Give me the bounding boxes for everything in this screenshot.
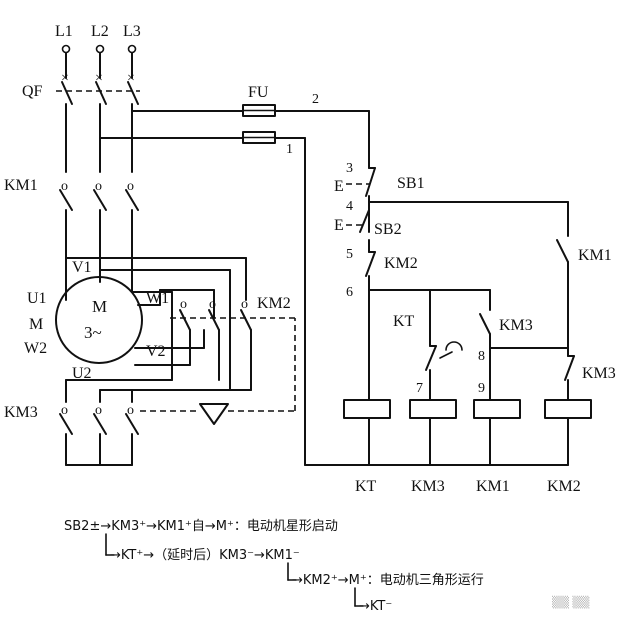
svg-text:o: o xyxy=(95,403,102,418)
contactor-label-km3: KM3 xyxy=(4,404,38,421)
phase-label-l2: L2 xyxy=(91,23,109,40)
sequence-line-2: →KT⁺→（延时后）KM3⁻→KM1⁻ xyxy=(110,548,300,563)
node-9: 9 xyxy=(478,381,485,396)
coil-label-km2: KM2 xyxy=(547,478,581,495)
sequence-arrows xyxy=(105,533,364,607)
contact-km3-no xyxy=(479,289,569,401)
svg-text:o: o xyxy=(61,403,68,418)
motor-label-m: M xyxy=(29,316,43,333)
contact-label-km3-nc: KM3 xyxy=(582,365,616,382)
breaker-label-qf: QF xyxy=(22,83,43,100)
contact-km3-nc xyxy=(564,355,575,401)
node-5: 5 xyxy=(346,247,353,262)
phase-label-l1: L1 xyxy=(55,23,73,40)
contactor-label-km2-power: KM2 xyxy=(257,295,291,312)
button-label-sb2: SB2 xyxy=(374,221,402,238)
coil-km3 xyxy=(409,399,457,419)
sequence-line-1: SB2±→KM3⁺→KM1⁺自→M⁺：电动机星形启动 xyxy=(64,519,338,534)
contactor-label-km1: KM1 xyxy=(4,177,38,194)
terminal-label-w1: W1 xyxy=(146,290,169,307)
button-sb2 xyxy=(346,209,370,253)
coil-label-km3: KM3 xyxy=(411,478,445,495)
actuator-label-e2: E xyxy=(334,217,344,234)
svg-text:×: × xyxy=(127,71,135,86)
fuses-fu xyxy=(99,104,370,466)
terminal-label-v2: V2 xyxy=(146,343,166,360)
actuator-label-e1: E xyxy=(334,178,344,195)
button-label-sb1: SB1 xyxy=(397,175,425,192)
motor-letter: M xyxy=(92,297,107,316)
fuse-label-fu: FU xyxy=(248,84,269,101)
node-7: 7 xyxy=(416,381,423,396)
contact-km2-nc xyxy=(365,251,491,401)
coil-km2 xyxy=(544,399,592,419)
contacts-km1-main: o o o xyxy=(59,179,139,293)
terminal-label-u2: U2 xyxy=(72,365,92,382)
terminal-label-w2: W2 xyxy=(24,340,47,357)
wire-label-2: 2 xyxy=(312,92,319,107)
wire-label-1: 1 xyxy=(286,142,293,157)
coil-kt xyxy=(343,399,391,419)
svg-text:×: × xyxy=(61,71,69,86)
node-8: 8 xyxy=(478,349,485,364)
breaker-qf: × × × xyxy=(56,52,140,173)
phase-label-l3: L3 xyxy=(123,23,141,40)
terminal-label-u1: U1 xyxy=(27,290,47,307)
svg-text:×: × xyxy=(95,71,103,86)
coil-label-km1: KM1 xyxy=(476,478,510,495)
contacts-km2-main: o o o xyxy=(99,297,270,391)
svg-text:o: o xyxy=(209,297,216,312)
svg-text:o: o xyxy=(241,297,248,312)
sequence-line-4: →KT⁻ xyxy=(359,599,392,614)
coils xyxy=(304,399,592,466)
node-4: 4 xyxy=(346,199,353,214)
contact-kt-timed xyxy=(425,289,463,401)
motor-phase: 3~ xyxy=(84,323,102,342)
contact-km1-hold xyxy=(556,201,569,357)
svg-text:o: o xyxy=(127,179,134,194)
svg-text:o: o xyxy=(180,297,187,312)
watermark: ▒▒ ▒▒ xyxy=(552,595,590,609)
svg-text:o: o xyxy=(95,179,102,194)
contact-label-km1-hold: KM1 xyxy=(578,247,612,264)
coil-km1 xyxy=(473,399,521,419)
terminals xyxy=(61,44,137,54)
coil-label-kt: KT xyxy=(355,478,377,495)
motor: M 3~ xyxy=(55,276,143,364)
contact-label-km2-nc: KM2 xyxy=(384,255,418,272)
sequence-line-3: →KM2⁺→M⁺：电动机三角形运行 xyxy=(292,573,484,588)
node-6: 6 xyxy=(346,285,353,300)
contact-label-kt: KT xyxy=(393,313,415,330)
button-sb1 xyxy=(346,110,569,233)
svg-text:o: o xyxy=(127,403,134,418)
contact-label-km3-no: KM3 xyxy=(499,317,533,334)
terminal-label-v1: V1 xyxy=(72,259,92,276)
node-3: 3 xyxy=(346,161,353,176)
svg-text:o: o xyxy=(61,179,68,194)
contacts-km3-star: o o o xyxy=(59,317,296,466)
